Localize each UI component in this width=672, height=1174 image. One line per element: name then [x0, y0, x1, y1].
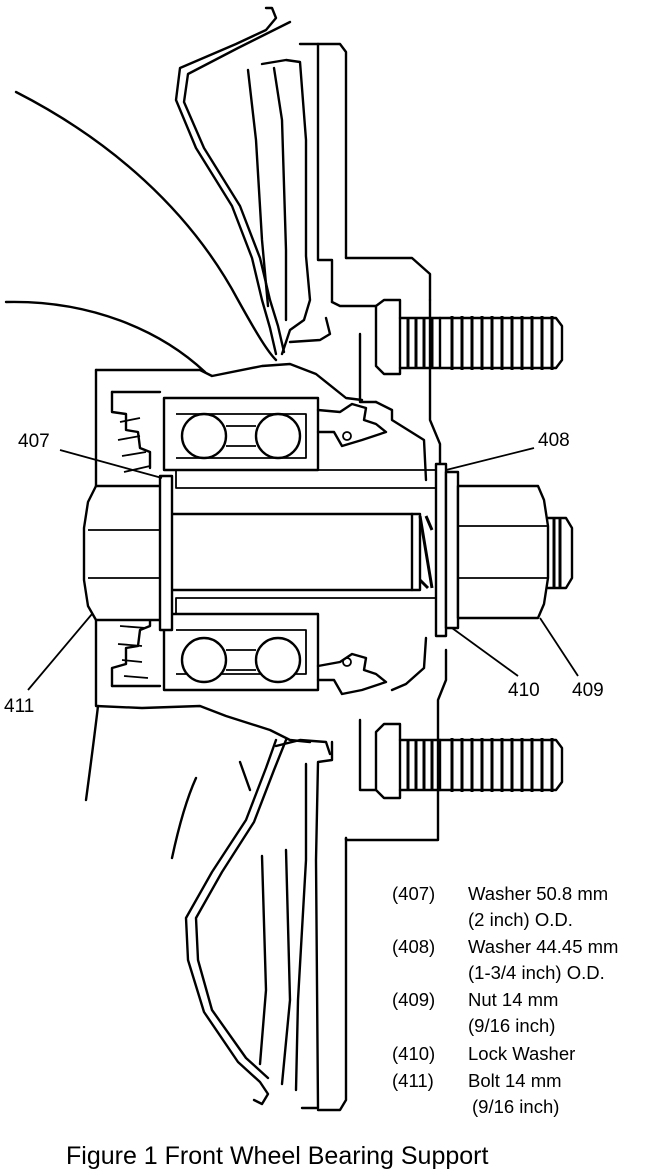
washer-407: [158, 474, 174, 632]
legend-407-line2: (2 inch) O.D.: [468, 909, 573, 930]
callout-409: 409: [572, 680, 604, 701]
callouts: 407 408 409 410 411: [4, 430, 604, 717]
lower-bearing: [162, 597, 438, 696]
legend-411-code: (411): [392, 1070, 434, 1091]
upper-wheel-stud: [374, 298, 564, 376]
legend-408-code: (408): [392, 936, 435, 957]
seal-grooves: [117, 417, 151, 679]
legend-410-code: (410): [392, 1043, 435, 1064]
callout-408: 408: [538, 430, 570, 451]
lower-brake-shield: [184, 738, 348, 1112]
legend-407-line1: Washer 50.8 mm: [468, 883, 608, 904]
leader-409: [539, 617, 579, 677]
hub-flange: [330, 256, 448, 842]
legend-411-line2: (9/16 inch): [472, 1096, 559, 1117]
leader-lines: [27, 447, 579, 691]
lower-bearing-ball-outer: [254, 636, 302, 684]
nut-409: [456, 484, 574, 620]
upper-bearing-ball-inner: [180, 412, 228, 460]
lower-bearing-ball-inner: [180, 636, 228, 684]
leader-408: [445, 447, 535, 471]
lower-wheel-stud: [374, 722, 564, 800]
leader-411: [27, 613, 93, 691]
parts-legend: (407) Washer 50.8 mm (2 inch) O.D. (408)…: [392, 883, 618, 1117]
legend-410-line1: Lock Washer: [468, 1043, 575, 1064]
upper-bearing: [162, 396, 438, 489]
leader-410: [451, 627, 519, 677]
washer-408: [434, 462, 448, 638]
knuckle-body: [94, 362, 364, 744]
upper-brake-shield: [174, 6, 348, 356]
leader-407: [59, 449, 163, 479]
figure-caption: Figure 1 Front Wheel Bearing Support: [66, 1142, 488, 1170]
callout-411: 411: [4, 696, 34, 717]
legend-407-code: (407): [392, 883, 435, 904]
legend-409-code: (409): [392, 989, 435, 1010]
legend-411-line1: Bolt 14 mm: [468, 1070, 562, 1091]
lock-washer-410: [444, 470, 460, 630]
legend-408-line1: Washer 44.45 mm: [468, 936, 618, 957]
legend-408-line2: (1-3/4 inch) O.D.: [468, 962, 605, 983]
callout-410: 410: [508, 680, 540, 701]
legend-409-line1: Nut 14 mm: [468, 989, 558, 1010]
background-contours: [4, 90, 278, 860]
upper-bearing-ball-outer: [254, 412, 302, 460]
legend-409-line2: (9/16 inch): [468, 1015, 555, 1036]
callout-407: 407: [18, 431, 50, 452]
bolt-411: [82, 484, 434, 622]
